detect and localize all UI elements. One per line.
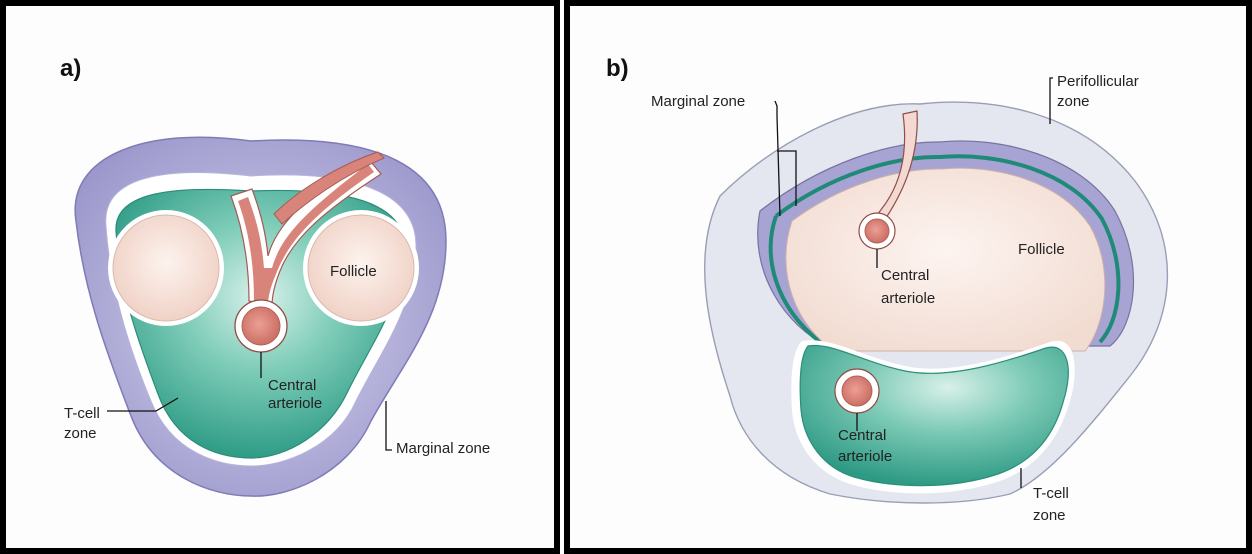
panel-b: b) Marginal zone Perifollicular zone Fol…: [564, 0, 1252, 554]
central-arteriole-b-bottom: [842, 376, 872, 406]
central-arteriole-label-b-top-1: Central: [881, 267, 929, 284]
perifollicular-leader-b: [1050, 78, 1053, 124]
t-cell-label-a-2: zone: [64, 425, 97, 442]
follicle-b: [786, 168, 1105, 351]
t-cell-label-a-1: T-cell: [64, 405, 100, 422]
panel-a-diagram: a) Follicle Central arteriole T-cell zon…: [6, 6, 554, 548]
central-arteriole-a: [242, 307, 280, 345]
follicle-left-inner-a: [113, 215, 219, 321]
follicle-label-a: Follicle: [330, 263, 377, 280]
marginal-zone-leader-a: [386, 401, 392, 450]
marginal-zone-label-b: Marginal zone: [651, 93, 745, 110]
marginal-zone-label-a: Marginal zone: [396, 440, 490, 457]
central-arteriole-label-a-1: Central: [268, 377, 316, 394]
t-cell-label-b-2: zone: [1033, 507, 1066, 524]
perifollicular-label-b-2: zone: [1057, 93, 1090, 110]
central-arteriole-label-b-bottom-1: Central: [838, 427, 886, 444]
panel-a-letter: a): [60, 55, 81, 82]
t-cell-label-b-1: T-cell: [1033, 485, 1069, 502]
central-arteriole-b-top: [865, 219, 889, 243]
central-arteriole-label-b-bottom-2: arteriole: [838, 448, 892, 465]
perifollicular-label-b-1: Perifollicular: [1057, 73, 1139, 90]
central-arteriole-label-b-top-2: arteriole: [881, 290, 935, 307]
panel-b-letter: b): [606, 55, 629, 82]
follicle-label-b: Follicle: [1018, 241, 1065, 258]
panel-a: a) Follicle Central arteriole T-cell zon…: [0, 0, 560, 554]
central-arteriole-label-a-2: arteriole: [268, 395, 322, 412]
panel-b-diagram: b) Marginal zone Perifollicular zone Fol…: [570, 6, 1246, 548]
